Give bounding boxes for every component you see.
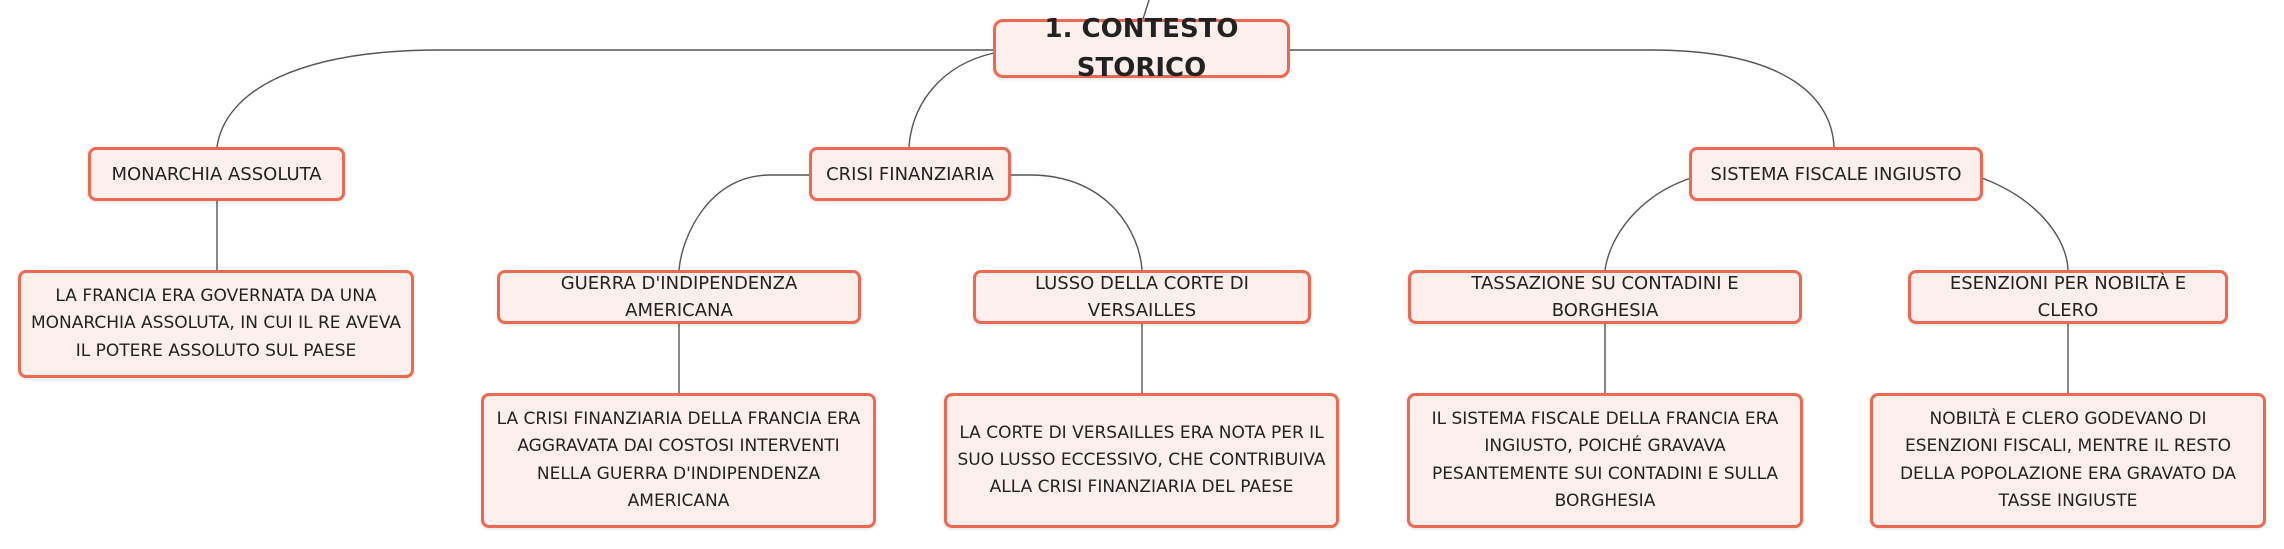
topic-guerra-indipendenza-label: GUERRA D'INDIPENDENZA AMERICANA — [560, 273, 798, 321]
topic-esenzioni-label: ESENZIONI PER NOBILTÀ E CLERO — [1949, 273, 2187, 321]
detail-tassazione-text: IL SISTEMA FISCALE DELLA FRANCIA ERA ING… — [1431, 409, 1779, 511]
topic-crisi-finanziaria-label: CRISI FINANZIARIA — [826, 163, 994, 185]
topic-lusso-versailles[interactable]: LUSSO DELLA CORTE DI VERSAILLES — [973, 270, 1311, 324]
topic-sistema-fiscale-label: SISTEMA FISCALE INGIUSTO — [1710, 163, 1962, 185]
root-topic-label: 1. CONTESTO STORICO — [1044, 13, 1239, 83]
detail-tassazione[interactable]: IL SISTEMA FISCALE DELLA FRANCIA ERA ING… — [1407, 393, 1803, 528]
topic-tassazione[interactable]: TASSAZIONE SU CONTADINI E BORGHESIA — [1408, 270, 1802, 324]
detail-esenzioni[interactable]: NOBILTÀ E CLERO GODEVANO DI ESENZIONI FI… — [1870, 393, 2266, 528]
connector-root-to-monarchia — [216, 49, 994, 148]
topic-monarchia-assoluta[interactable]: MONARCHIA ASSOLUTA — [88, 147, 345, 201]
connector-crisi-to-guerra — [678, 174, 810, 271]
root-topic[interactable]: 1. CONTESTO STORICO — [993, 14, 1290, 83]
detail-guerra-indipendenza-text: LA CRISI FINANZIARIA DELLA FRANCIA ERA A… — [496, 409, 861, 511]
topic-tassazione-label: TASSAZIONE SU CONTADINI E BORGHESIA — [1471, 273, 1739, 321]
connector-sistema-to-esenzioni — [1981, 177, 2069, 271]
topic-monarchia-assoluta-label: MONARCHIA ASSOLUTA — [111, 163, 322, 185]
detail-lusso-versailles[interactable]: LA CORTE DI VERSAILLES ERA NOTA PER IL S… — [944, 393, 1339, 528]
detail-esenzioni-text: NOBILTÀ E CLERO GODEVANO DI ESENZIONI FI… — [1899, 409, 2237, 511]
topic-crisi-finanziaria[interactable]: CRISI FINANZIARIA — [809, 147, 1011, 201]
topic-lusso-versailles-label: LUSSO DELLA CORTE DI VERSAILLES — [1035, 273, 1249, 321]
detail-monarchia-assoluta[interactable]: LA FRANCIA ERA GOVERNATA DA UNA MONARCHI… — [18, 270, 414, 378]
topic-guerra-indipendenza[interactable]: GUERRA D'INDIPENDENZA AMERICANA — [497, 270, 861, 324]
connector-sistema-to-tassazione — [1604, 177, 1692, 271]
detail-guerra-indipendenza[interactable]: LA CRISI FINANZIARIA DELLA FRANCIA ERA A… — [481, 393, 876, 528]
connector-parent-to-root — [1142, 0, 1150, 20]
detail-lusso-versailles-text: LA CORTE DI VERSAILLES ERA NOTA PER IL S… — [957, 422, 1326, 498]
connector-root-to-crisi — [908, 52, 995, 148]
topic-sistema-fiscale[interactable]: SISTEMA FISCALE INGIUSTO — [1689, 147, 1983, 201]
connector-crisi-to-lusso — [1010, 174, 1143, 271]
topic-esenzioni[interactable]: ESENZIONI PER NOBILTÀ E CLERO — [1908, 270, 2228, 324]
connector-root-to-sistema — [1289, 49, 1835, 148]
detail-monarchia-assoluta-text: LA FRANCIA ERA GOVERNATA DA UNA MONARCHI… — [30, 286, 401, 361]
